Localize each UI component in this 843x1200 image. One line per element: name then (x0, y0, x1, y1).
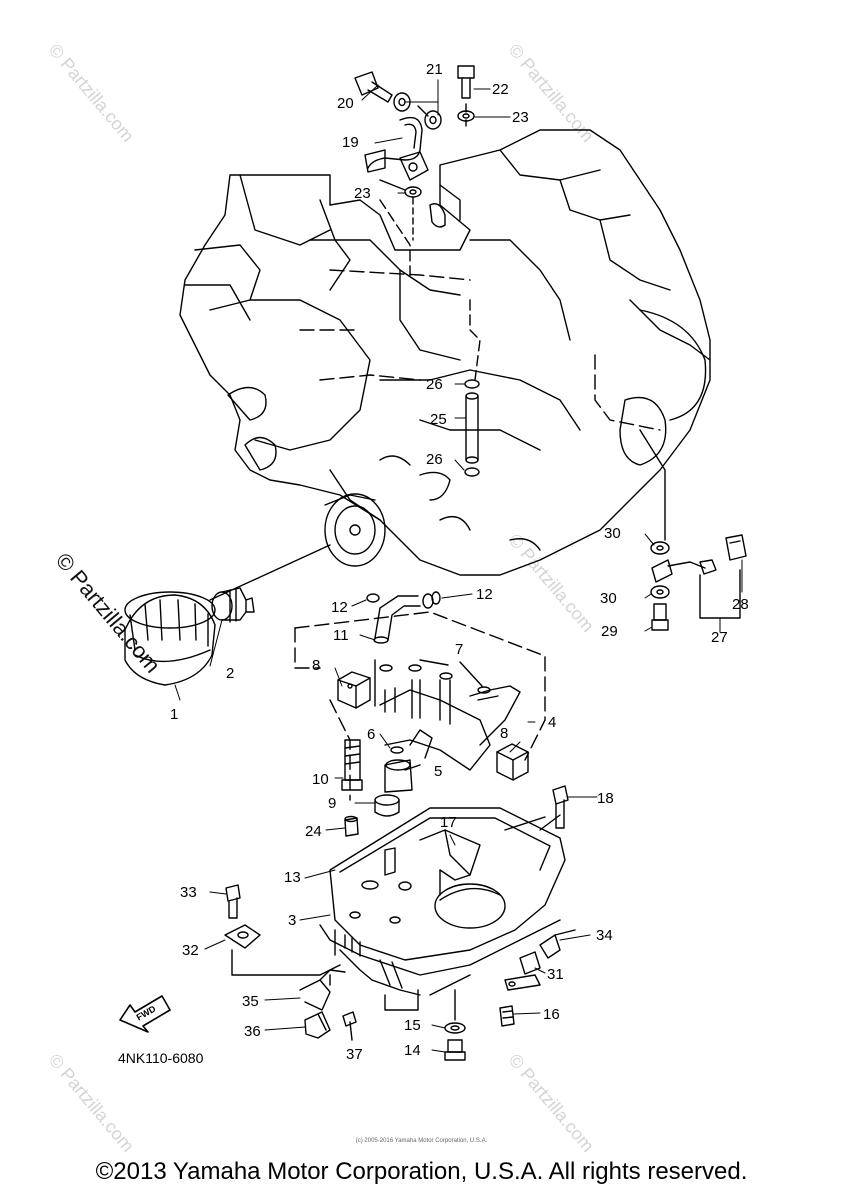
callout-26b: 26 (426, 451, 443, 468)
callout-13: 13 (284, 869, 301, 886)
callout-8a: 8 (312, 657, 321, 674)
callout-25: 25 (430, 411, 447, 428)
callout-9: 9 (328, 795, 337, 812)
callout-17: 17 (440, 814, 457, 831)
bolt-18 (552, 785, 569, 829)
strainer-cap-9 (374, 794, 400, 817)
callout-leaders (174, 79, 743, 1053)
pan-lower-left-parts (224, 884, 357, 1041)
callout-22: 22 (492, 81, 509, 98)
callout-27: 27 (711, 629, 728, 646)
callout-33: 33 (180, 884, 197, 901)
callout-32: 32 (182, 942, 199, 959)
diagram-code: 4NK110-6080 (118, 1050, 204, 1066)
callout-5: 5 (434, 763, 443, 780)
callout-35: 35 (242, 993, 259, 1010)
callout-6: 6 (367, 726, 376, 743)
callout-19: 19 (342, 134, 359, 151)
oil-strainer-assembly (294, 591, 546, 801)
callout-20: 20 (337, 95, 354, 112)
callout-2: 2 (226, 665, 235, 682)
bolt-10 (341, 739, 363, 791)
callout-23a: 23 (512, 109, 529, 126)
callout-24: 24 (305, 823, 322, 840)
callout-16: 16 (543, 1006, 560, 1023)
drain-bolt (444, 1022, 466, 1061)
oil-pan-bracket-group (499, 929, 576, 1027)
callout-37: 37 (346, 1046, 363, 1063)
callout-23b: 23 (354, 185, 371, 202)
callout-15: 15 (404, 1017, 421, 1034)
oil-pipe-25 (464, 299, 481, 477)
oil-filter-union-bolt (211, 587, 255, 623)
callout-34: 34 (596, 927, 613, 944)
callout-8b: 8 (500, 725, 509, 742)
fwd-arrow-icon (119, 995, 171, 1033)
callout-21: 21 (426, 61, 443, 78)
copyright-footer: ©2013 Yamaha Motor Corporation, U.S.A. A… (95, 1158, 748, 1185)
small-copyright: (c) 2005-2016 Yamaha Motor Corporation, … (355, 1138, 488, 1144)
callout-36: 36 (244, 1023, 261, 1040)
callout-29: 29 (601, 623, 618, 640)
engine-block (179, 129, 711, 576)
callout-26a: 26 (426, 376, 443, 393)
callout-14: 14 (404, 1042, 421, 1059)
callout-30a: 30 (604, 525, 621, 542)
oil-pan (319, 807, 566, 1021)
dowel-pin-24 (344, 815, 359, 837)
callout-30b: 30 (600, 590, 617, 607)
callout-7: 7 (455, 641, 464, 658)
callout-10: 10 (312, 771, 329, 788)
callout-12a: 12 (331, 599, 348, 616)
callout-18: 18 (597, 790, 614, 807)
callout-1: 1 (170, 706, 179, 723)
callout-12b: 12 (476, 586, 493, 603)
callout-28: 28 (732, 596, 749, 613)
oil-filter (124, 591, 216, 686)
callout-11: 11 (333, 627, 349, 644)
callout-4: 4 (548, 714, 557, 731)
callout-31: 31 (547, 966, 564, 983)
oil-delivery-pipe-group (354, 65, 475, 241)
callout-3: 3 (288, 912, 297, 929)
oil-level-switch-group (639, 429, 747, 631)
filter-mount-boss (209, 493, 386, 601)
